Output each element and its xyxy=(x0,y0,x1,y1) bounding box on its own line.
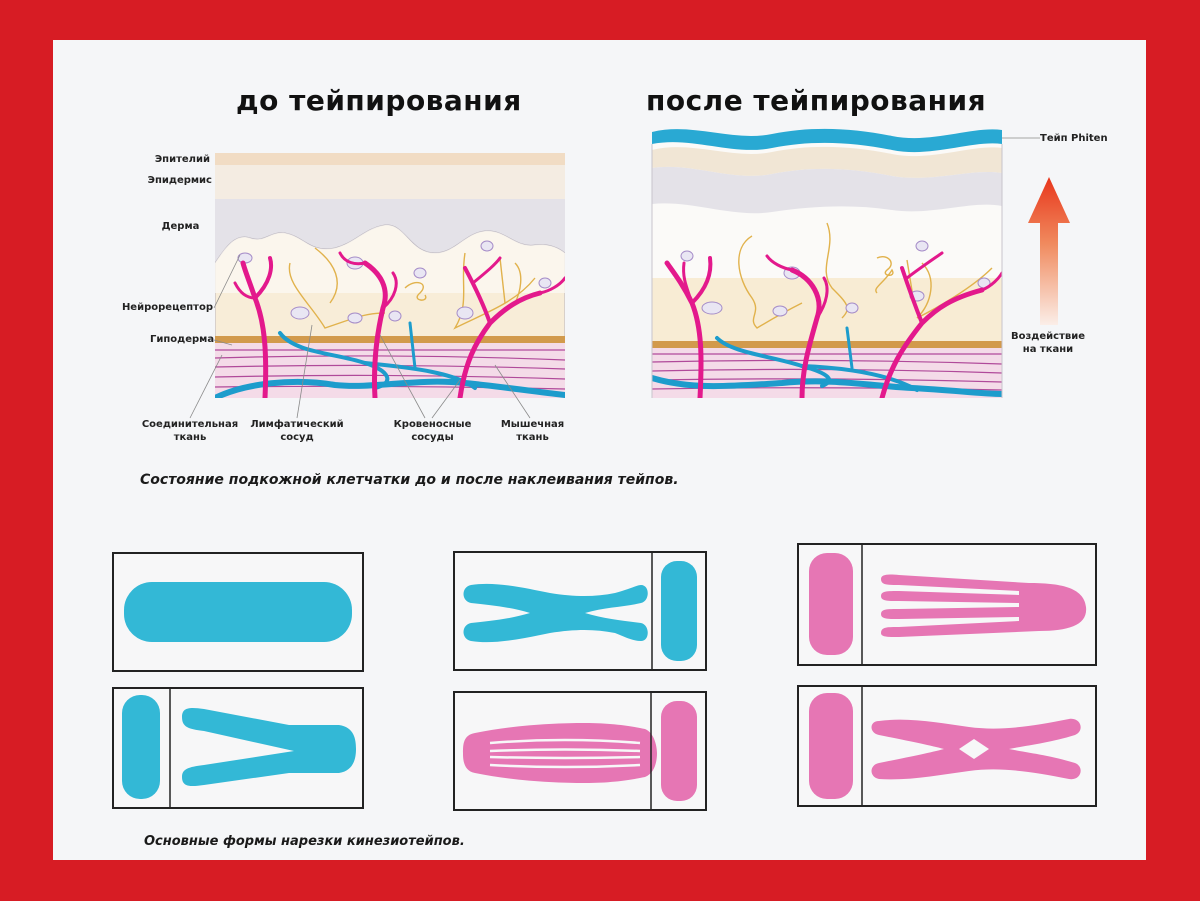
x-strip-shape xyxy=(463,553,697,669)
tape-cut-fan-strip xyxy=(797,543,1097,666)
caption-diagram: Состояние подкожной клетчатки до и после… xyxy=(140,472,679,488)
label-tissue-effect: Воздействие на ткани xyxy=(1010,331,1085,355)
y-strip-shape xyxy=(122,689,356,807)
label-muscle-tissue: Мышечная ткань xyxy=(500,419,565,443)
i-strip-shape xyxy=(124,582,352,642)
tape-cut-x-strip xyxy=(453,551,707,671)
web-strip-shape xyxy=(463,693,697,809)
tape-cut-web-strip xyxy=(453,691,707,811)
donut-strip-shape xyxy=(809,687,1081,805)
label-dermis: Дерма xyxy=(161,221,200,232)
heading-after: после тейпирования xyxy=(646,84,987,117)
label-neuroreceptor: Нейрорецептор xyxy=(121,302,213,313)
label-connective-tissue: Соединительная ткань xyxy=(141,419,239,443)
fan-strip-shape xyxy=(809,545,1087,664)
caption-tape-cuts: Основные формы нарезки кинезиотейпов. xyxy=(144,834,465,849)
tape-cut-y-strip xyxy=(112,687,364,809)
label-blood-vessels: Кровеносные сосуды xyxy=(393,419,472,443)
label-epidermis: Эпидермис xyxy=(147,175,212,186)
label-hypodermis: Гиподерма xyxy=(150,334,215,345)
label-epithelium: Эпителий xyxy=(154,154,210,165)
label-lymph-vessel: Лимфатический сосуд xyxy=(250,419,344,443)
skin-diagram-after xyxy=(651,128,1003,399)
upward-arrow-icon xyxy=(1028,177,1070,325)
label-tape-phiten: Тейп Phiten xyxy=(1040,133,1108,144)
tape-cut-donut-strip xyxy=(797,685,1097,807)
skin-diagram-before xyxy=(215,153,565,398)
heading-before: до тейпирования xyxy=(236,84,522,117)
tape-cut-i-strip xyxy=(112,552,364,672)
